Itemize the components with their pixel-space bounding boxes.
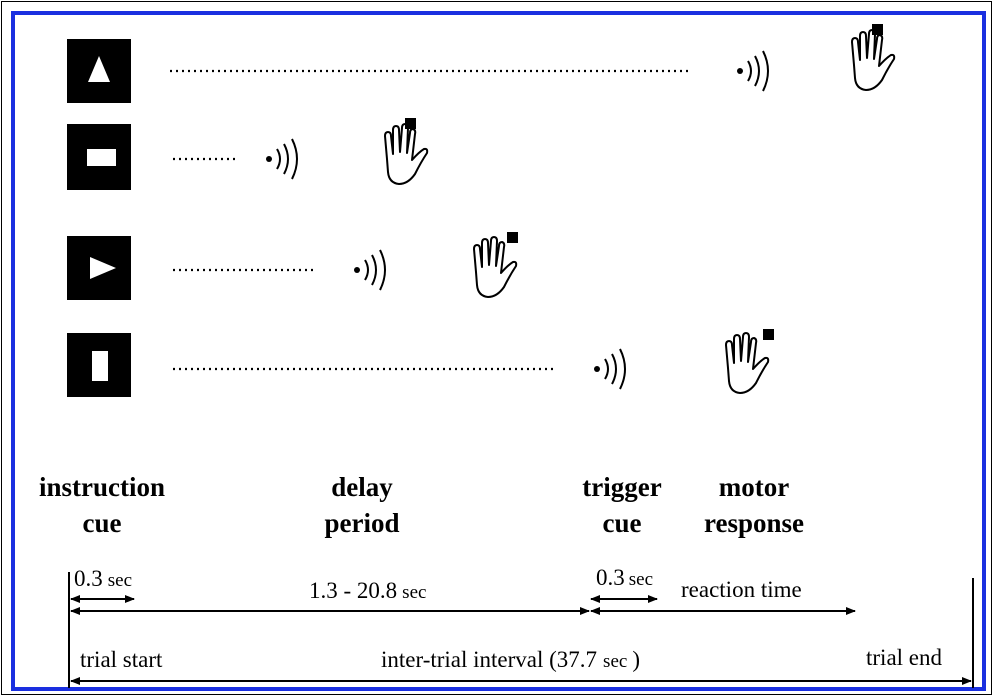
hand-icon xyxy=(725,329,774,394)
trigger-tone-icon xyxy=(353,249,386,291)
trial-row-3 xyxy=(67,232,518,300)
trigger-tone-icon xyxy=(593,348,626,390)
delay-period-label-line1: delay xyxy=(331,472,393,502)
instruction-cue-rectangle-horizontal xyxy=(67,124,131,190)
delay-period-label-line2: period xyxy=(324,508,399,538)
trial-row-4 xyxy=(67,329,774,397)
instruction-cue-triangle-up xyxy=(67,39,131,103)
trial-end-label: trial end xyxy=(866,645,942,670)
hand-icon xyxy=(473,232,518,298)
trigger-cue-label-line2: cue xyxy=(603,508,642,538)
motor-response-label-line2: response xyxy=(704,508,804,538)
instruction-cue-rectangle-vertical xyxy=(67,333,131,397)
instruction-cue-label-line2: cue xyxy=(83,508,122,538)
trial-row-2 xyxy=(67,118,429,190)
hand-icon xyxy=(851,24,896,91)
reaction-time-label: reaction time xyxy=(681,577,802,602)
figure-frame xyxy=(11,11,986,691)
trial-row-1 xyxy=(67,24,896,103)
instruction-cue-triangle-right xyxy=(67,236,131,300)
motor-response-label-line1: motor xyxy=(719,472,789,502)
trigger-tone-icon xyxy=(265,138,298,180)
trigger-tone-icon xyxy=(736,50,769,92)
instruction-cue-label-line1: instruction xyxy=(39,472,165,502)
trigger-cue-label-line1: trigger xyxy=(582,472,661,502)
trial-start-label: trial start xyxy=(80,647,163,672)
hand-icon xyxy=(384,118,429,185)
